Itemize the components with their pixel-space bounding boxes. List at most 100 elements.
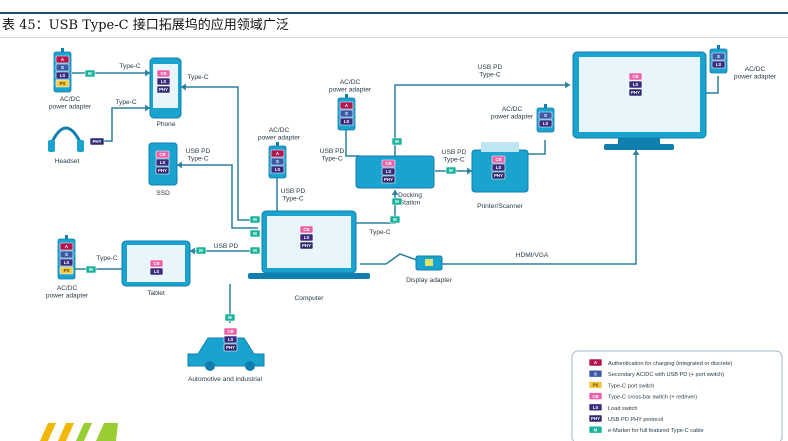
logo-fragment	[58, 423, 74, 441]
arrow-to-dock	[391, 190, 399, 195]
chip-a-label: A	[345, 103, 349, 108]
chip-cb	[381, 159, 396, 168]
headset-earcup	[77, 140, 84, 152]
top-rule	[0, 12, 788, 14]
chip-cb-label: CB	[153, 261, 159, 266]
link-label: Type-C	[96, 255, 117, 262]
chip-cb-label: CB	[227, 329, 233, 334]
link-label: Type-C	[369, 229, 390, 236]
chip-cb	[155, 150, 170, 159]
e-marker-chip	[249, 229, 261, 238]
adapter-plug	[61, 48, 64, 52]
chip-cb-label: CB	[303, 227, 309, 232]
legend-chip-a	[588, 358, 603, 367]
cable-adapter-monitor	[706, 76, 719, 94]
chip-ls	[491, 163, 506, 172]
arrow-to-monitor	[565, 81, 570, 89]
cable-computer-dock	[356, 190, 396, 224]
chip-phy-label: PHY	[591, 416, 600, 421]
e-marker-chip	[195, 246, 207, 255]
chip-s	[270, 157, 285, 166]
arrow-to-monitor-2	[632, 150, 640, 155]
chip-ls-label: LS	[228, 337, 234, 342]
display-adapter-label: Display adapter	[406, 277, 453, 284]
link-label: USB PD	[214, 243, 239, 250]
arrow-to-printer	[467, 167, 472, 175]
chip-ls-label: LS	[304, 235, 310, 240]
e-marker-chip	[224, 313, 236, 322]
chip-ls-label: LS	[60, 73, 66, 78]
chip-s	[711, 52, 726, 61]
chip-phy-label: PHY	[92, 139, 101, 144]
chip-ls-label: LS	[275, 167, 281, 172]
chip-cb-label: CB	[592, 394, 598, 399]
chip-ls	[155, 158, 170, 167]
arrow-headset-to-phone	[145, 104, 150, 112]
chip-m-label: M	[253, 217, 257, 222]
adapter-plug	[345, 94, 348, 98]
chip-a-label: A	[276, 151, 280, 156]
e-marker-chip	[391, 137, 403, 146]
legend-chip-ps	[588, 381, 603, 389]
cable-headset-phone	[104, 107, 150, 142]
legend-chip-m	[588, 425, 603, 434]
chip-cb	[491, 155, 506, 164]
chip-phy-label: PHY	[158, 168, 167, 173]
automotive-label: Automotive and industrial	[188, 376, 263, 383]
chip-ls-label: LS	[64, 260, 70, 265]
legend-text: e-Marker for full featured Type-C cable	[608, 428, 704, 434]
legend-chip-phy	[588, 414, 603, 423]
chip-cb	[156, 69, 171, 78]
chip-cb-label: CB	[160, 71, 166, 76]
computer-base	[248, 273, 370, 279]
chip-m-label: M	[395, 139, 399, 144]
e-marker-chip	[85, 265, 97, 274]
chip-ls	[149, 267, 164, 276]
chip-phy	[156, 85, 171, 94]
chip-phy	[299, 241, 314, 250]
cable-computer-ssd	[177, 164, 258, 229]
chip-ls	[270, 165, 285, 174]
link-label: Type-C	[187, 74, 208, 81]
logo-fragment	[40, 423, 56, 441]
chip-a	[270, 149, 285, 158]
chip-m-label: M	[449, 168, 453, 173]
chip-phy	[491, 171, 506, 180]
chip-s-label: S	[65, 252, 68, 257]
display-adapter-chip	[425, 259, 433, 266]
e-marker-chip	[389, 215, 401, 224]
chip-s-label: S	[594, 371, 597, 376]
e-marker-chip	[445, 166, 457, 175]
arrow-to-phone-2	[181, 83, 186, 91]
chip-s-label: S	[544, 113, 547, 118]
chip-s	[59, 250, 74, 259]
printer-top	[481, 142, 519, 152]
chip-ls-label: LS	[496, 165, 502, 170]
chip-cb-label: CB	[385, 161, 391, 166]
chip-m-label: M	[89, 267, 93, 272]
chip-ls	[55, 71, 70, 80]
chip-ls-label: LS	[154, 269, 160, 274]
title-bar: 表 45：USB Type-C 接口拓展坞的应用领域广泛	[0, 0, 788, 38]
ssd-label: SSD	[156, 190, 170, 197]
chip-m-label: M	[88, 71, 92, 76]
legend-text: USB PD PHY protocol	[608, 417, 663, 423]
monitor-base	[604, 144, 674, 150]
chip-ls-label: LS	[633, 82, 639, 87]
link-label: HDMI/VGA	[516, 252, 549, 259]
chip-ls-label: LS	[543, 121, 549, 126]
chip-s-label: S	[345, 111, 348, 116]
page-title: 表 45：USB Type-C 接口拓展坞的应用领域广泛	[2, 18, 289, 33]
chip-phy-label: PHY	[302, 243, 311, 248]
link-label: Type-C	[119, 63, 140, 70]
legend-text: Authentication for charging (integrated …	[608, 361, 733, 367]
